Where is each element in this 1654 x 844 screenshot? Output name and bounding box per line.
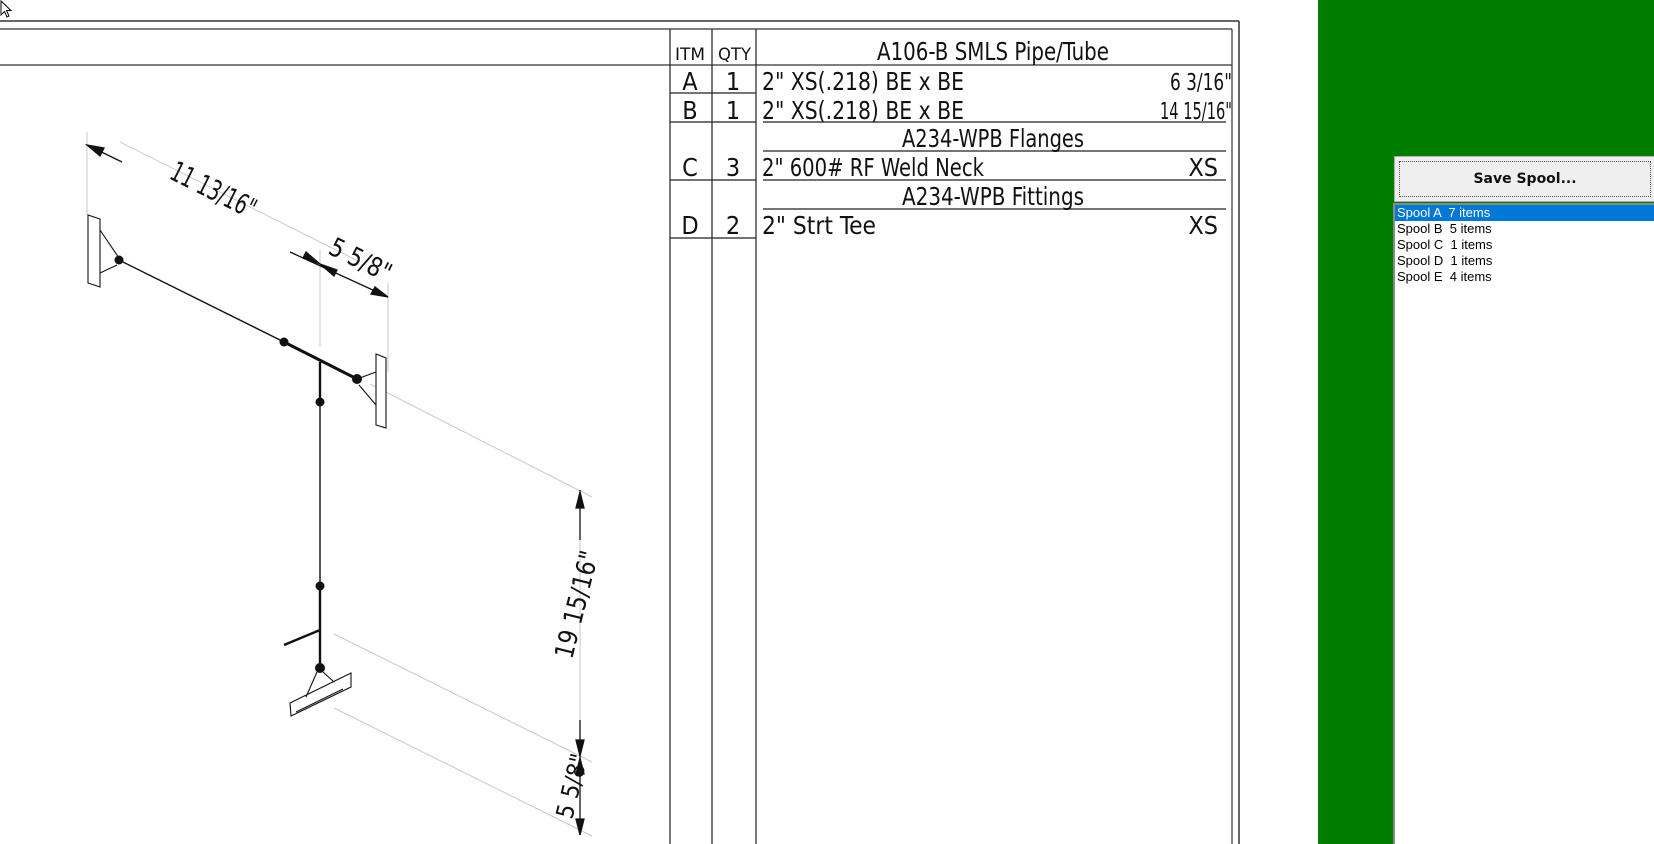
bom-grid — [669, 29, 1226, 844]
drawing-frame — [0, 20, 1240, 844]
save-spool-button[interactable]: Save Spool... — [1394, 156, 1654, 202]
bom-row-description: 2" XS(.218) BE x BE — [762, 67, 964, 96]
dimension-vertical-bottom: 5 5/8" — [551, 751, 594, 822]
spool-list-item[interactable]: Spool D 1 items — [1397, 253, 1493, 268]
bill-of-materials: ITM QTY A106-B SMLS Pipe/Tube A 1 2" XS(… — [675, 37, 1232, 240]
dimension-lines — [84, 143, 585, 836]
flange-right — [356, 353, 387, 429]
spool-list-item[interactable]: Spool B 5 items — [1397, 221, 1492, 236]
bom-row-qty: 2 — [726, 211, 740, 240]
bom-section-title: A234-WPB Flanges — [902, 124, 1084, 153]
weld-points — [114, 255, 362, 673]
bom-row-value: 6 3/16" — [1170, 70, 1232, 96]
dimension-top-overall: 11 13/16" — [165, 155, 262, 226]
bom-row-item: D — [681, 211, 698, 240]
dimension-top-branch: 5 5/8" — [324, 232, 396, 288]
pipe-runs — [118, 259, 358, 668]
flange-left — [87, 214, 120, 288]
bom-row-description: 2" XS(.218) BE x BE — [762, 96, 964, 125]
bom-row-description: 2" Strt Tee — [762, 211, 876, 240]
bom-header-item: ITM — [675, 45, 705, 65]
bom-row-qty: 1 — [726, 96, 740, 125]
bom-row-value: XS — [1188, 211, 1218, 240]
extension-lines — [86, 132, 593, 837]
bom-row-value: 14 15/16" — [1160, 99, 1232, 125]
spool-list-item[interactable]: Spool A 7 items — [1395, 205, 1654, 221]
bom-row-qty: 3 — [726, 153, 740, 182]
dimension-vertical-main: 19 15/16" — [550, 548, 606, 662]
bom-section-title: A234-WPB Fittings — [902, 182, 1084, 211]
focus-rectangle — [1399, 161, 1651, 197]
bom-row-item: A — [682, 67, 698, 96]
bom-header-qty: QTY — [718, 45, 752, 65]
spool-list-item[interactable]: Spool C 1 items — [1397, 237, 1493, 252]
bom-section-title: A106-B SMLS Pipe/Tube — [877, 37, 1109, 66]
spool-list-item[interactable]: Spool E 4 items — [1397, 269, 1492, 284]
drawing-canvas[interactable]: 11 13/16" 5 5/8" 19 15/16" 5 5/8" ITM QT… — [0, 0, 1318, 844]
bom-row-qty: 1 — [726, 67, 740, 96]
isometric-spool-drawing: 11 13/16" 5 5/8" 19 15/16" 5 5/8" ITM QT… — [0, 20, 1240, 844]
bom-row-item: B — [682, 96, 697, 125]
bom-row-value: XS — [1188, 153, 1218, 182]
bom-row-description: 2" 600# RF Weld Neck — [762, 153, 984, 182]
flange-bottom — [289, 671, 352, 717]
spool-list[interactable]: Spool A 7 items Spool B 5 items Spool C … — [1393, 203, 1654, 844]
bom-row-item: C — [682, 153, 698, 182]
save-spool-label: Save Spool... — [1473, 171, 1577, 187]
mouse-cursor-icon — [0, 0, 13, 18]
